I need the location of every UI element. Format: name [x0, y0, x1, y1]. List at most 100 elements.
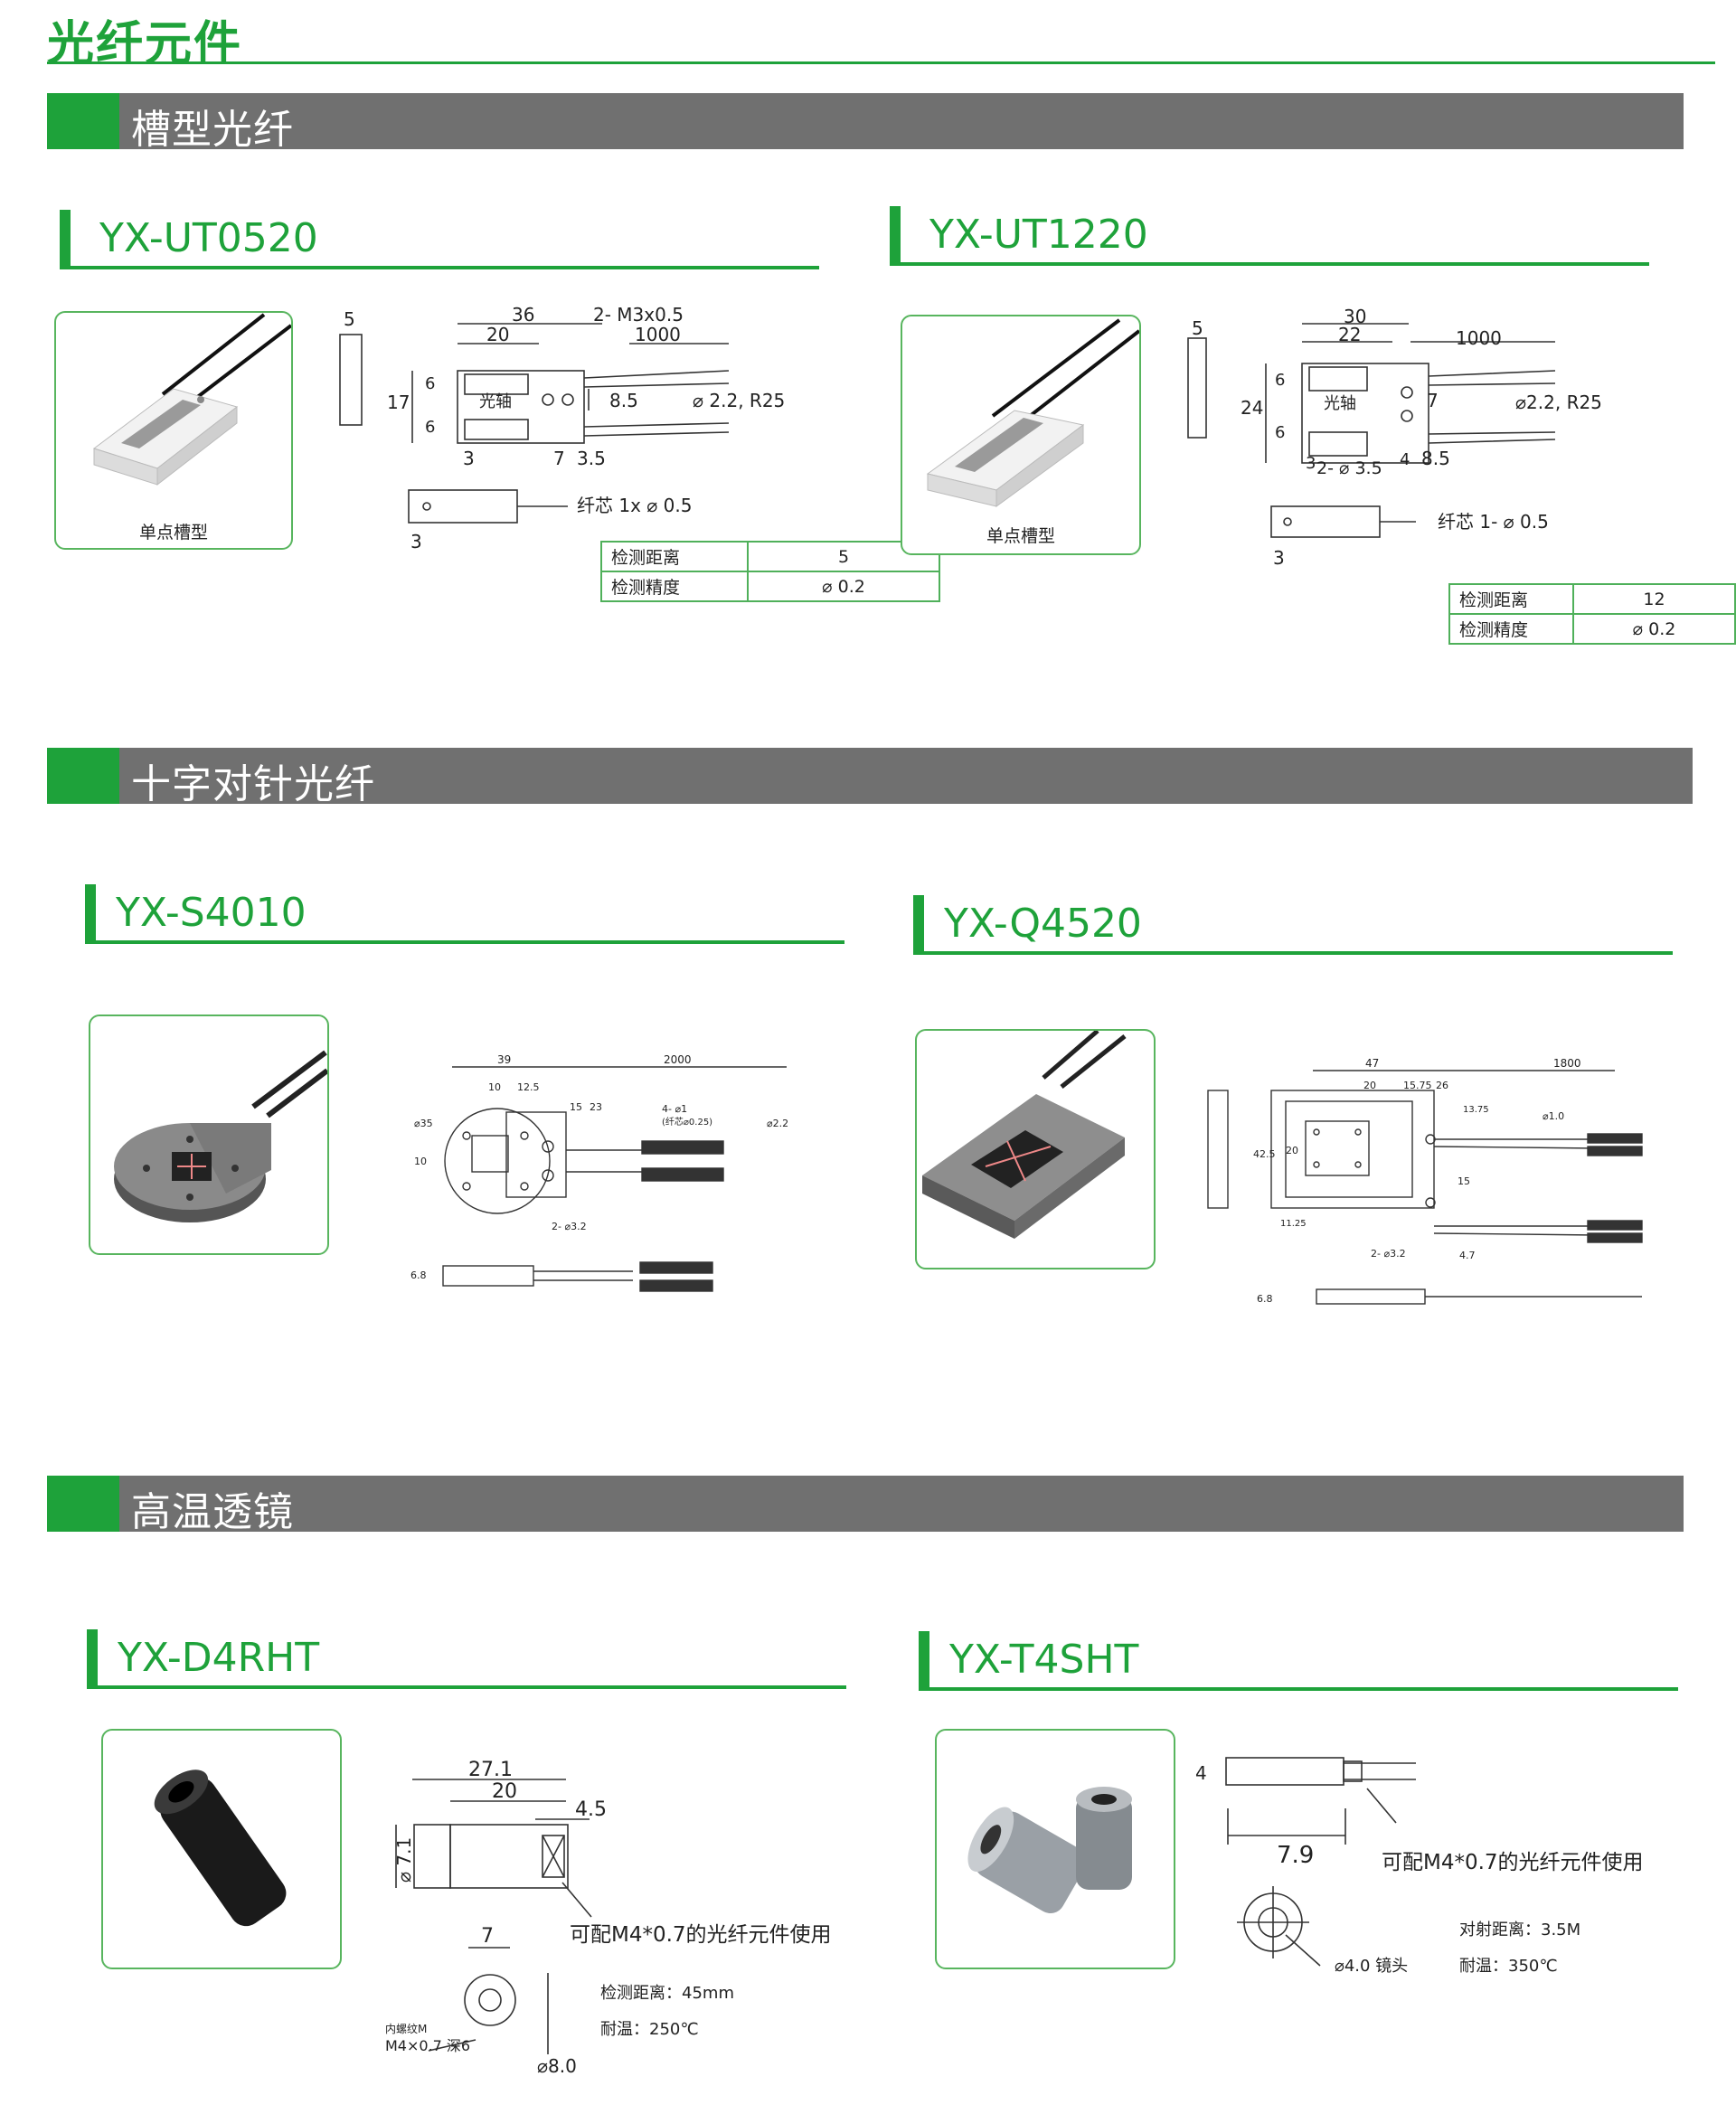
dim-20v: 20 — [1286, 1145, 1298, 1156]
product-header-q4520: YX-Q4520 — [913, 895, 1673, 955]
thread-label-b: M4×0.7 深6 — [385, 2037, 470, 2054]
dim-phi1: ⌀1.0 — [1543, 1110, 1564, 1122]
dim-20: 20 — [1363, 1080, 1376, 1091]
metal-lens-image — [967, 1787, 1132, 1914]
hole-label: 2- ⌀ 3.5 — [1316, 458, 1382, 478]
section-title: 高温透镜 — [131, 1489, 294, 1535]
product-photo-d4rht — [101, 1729, 342, 1969]
dim-7: 7 — [553, 448, 565, 469]
section-accent — [47, 748, 119, 804]
product-photo-ut1220: 单点槽型 — [901, 315, 1141, 555]
dim-3-5: 3.5 — [577, 448, 606, 469]
header-underline — [913, 951, 1673, 955]
dim-4-5: 4.5 — [575, 1798, 607, 1821]
dim-39: 39 — [497, 1053, 511, 1066]
dim-3: 3 — [463, 448, 475, 469]
product-name: YX-Q4520 — [944, 901, 1142, 947]
product-header-s4010: YX-S4010 — [85, 884, 844, 944]
dim-6a: 6 — [1275, 371, 1285, 390]
dimension-drawing-s4010: 39 2000 10 12.5 ⌀35 15 23 10 4- ⌀1 (纤芯⌀0… — [410, 1053, 788, 1292]
spec-line-temperature: 耐温：250℃ — [600, 2020, 699, 2039]
dim-20: 20 — [486, 324, 509, 345]
axis-label: 光轴 — [479, 392, 512, 411]
header-accent — [913, 895, 924, 953]
section-bar-slot: 槽型光纤 — [47, 93, 1684, 153]
product-header-ut1220: YX-UT1220 — [890, 206, 1649, 266]
spec-line-distance: 检测距离：45mm — [600, 1984, 734, 2003]
thread-label-a: 内螺纹M — [385, 2023, 427, 2035]
header-underline — [87, 1685, 846, 1689]
header-underline — [60, 266, 819, 269]
dim-10: 10 — [488, 1081, 501, 1093]
header-accent — [890, 206, 901, 264]
title-divider — [47, 61, 1715, 64]
dim-5: 5 — [344, 308, 355, 330]
dim-1800: 1800 — [1553, 1057, 1581, 1070]
slot-sensor-image — [92, 313, 293, 486]
section-accent — [47, 93, 119, 149]
dim-17: 17 — [387, 392, 410, 413]
section-bar-cross: 十字对针光纤 — [47, 748, 1693, 807]
dim-27-1: 27.1 — [468, 1759, 513, 1781]
dim-2000: 2000 — [664, 1053, 692, 1066]
product-header-d4rht: YX-D4RHT — [87, 1629, 846, 1689]
header-accent — [87, 1629, 98, 1687]
dim-8-5: 8.5 — [1421, 448, 1450, 469]
product-name: YX-T4SHT — [949, 1637, 1139, 1683]
spec-key: 检测距离 — [600, 541, 749, 572]
dim-6-8: 6.8 — [1257, 1293, 1273, 1305]
dimension-drawing-ut1220: 30 22 1000 5 24 6 6 光轴 7 ⌀2.2, R25 3 2- … — [1187, 306, 1602, 569]
fiber-label: 4- ⌀1 — [662, 1103, 687, 1115]
dim-5: 5 — [1192, 317, 1203, 339]
section-accent — [47, 1476, 119, 1532]
dim-12-5: 12.5 — [517, 1081, 540, 1093]
dim-36: 36 — [512, 304, 534, 326]
dim-13-75: 13.75 — [1463, 1105, 1489, 1115]
product-photo-s4010 — [89, 1015, 329, 1255]
header-underline — [919, 1687, 1678, 1691]
dim-24: 24 — [1241, 397, 1263, 419]
dim-4: 4 — [1400, 450, 1410, 469]
dim-phi35: ⌀35 — [414, 1118, 433, 1129]
dim-phi7-1: ⌀ 7.1 — [393, 1837, 415, 1883]
hole-label: 2- ⌀3.2 — [552, 1221, 587, 1232]
dim-6b: 6 — [1275, 423, 1285, 442]
dimension-drawing-q4520: 47 1800 20 15.75 26 13.75 ⌀1.0 42.5 20 1… — [1207, 1057, 1643, 1305]
compatibility-note: 可配M4*0.7的光纤元件使用 — [570, 1923, 832, 1947]
dim-4: 4 — [1195, 1762, 1207, 1784]
spec-line-distance: 对射距离：3.5M — [1459, 1921, 1581, 1939]
section-title: 十字对针光纤 — [131, 761, 375, 807]
axis-label: 光轴 — [1324, 394, 1356, 413]
dim-6b: 6 — [425, 418, 435, 437]
dim-1000: 1000 — [1456, 327, 1502, 349]
dim-3b: 3 — [1273, 547, 1285, 569]
product-name: YX-UT0520 — [99, 215, 318, 261]
dim-22: 22 — [1338, 324, 1361, 345]
dim-phi2-2: ⌀2.2 — [767, 1118, 788, 1129]
dim-20: 20 — [492, 1780, 517, 1803]
dimension-drawing-d4rht: 27.1 20 4.5 ⌀ 7.1 7 内螺纹M M4×0.7 深6 ⌀8.0 — [385, 1759, 607, 2077]
dim-15: 15 — [1458, 1175, 1470, 1187]
lens-label: ⌀4.0 镜头 — [1335, 1957, 1408, 1976]
product-header-ut0520: YX-UT0520 — [60, 210, 819, 269]
section-bar-hightemp: 高温透镜 — [47, 1476, 1684, 1535]
dim-m3: 2- M3x0.5 — [593, 304, 684, 326]
photo-caption: 单点槽型 — [986, 526, 1055, 546]
dim-47: 47 — [1365, 1057, 1379, 1070]
spec-value: ⌀ 0.2 — [747, 571, 940, 602]
dim-23: 23 — [590, 1101, 602, 1113]
cross-fiber-disc-image — [114, 1050, 329, 1222]
spec-value: ⌀ 0.2 — [1572, 613, 1736, 645]
photo-caption: 单点槽型 — [138, 523, 208, 543]
header-accent — [919, 1631, 929, 1689]
dim-8-5: 8.5 — [609, 390, 638, 411]
spec-key: 检测距离 — [1448, 583, 1574, 615]
fiber-core-label: (纤芯⌀0.25) — [662, 1116, 712, 1128]
compatibility-note: 可配M4*0.7的光纤元件使用 — [1382, 1851, 1644, 1874]
dim-11-25: 11.25 — [1280, 1219, 1307, 1229]
dim-30: 30 — [1344, 306, 1366, 327]
dim-42-5: 42.5 — [1253, 1148, 1276, 1160]
header-underline — [890, 262, 1649, 266]
